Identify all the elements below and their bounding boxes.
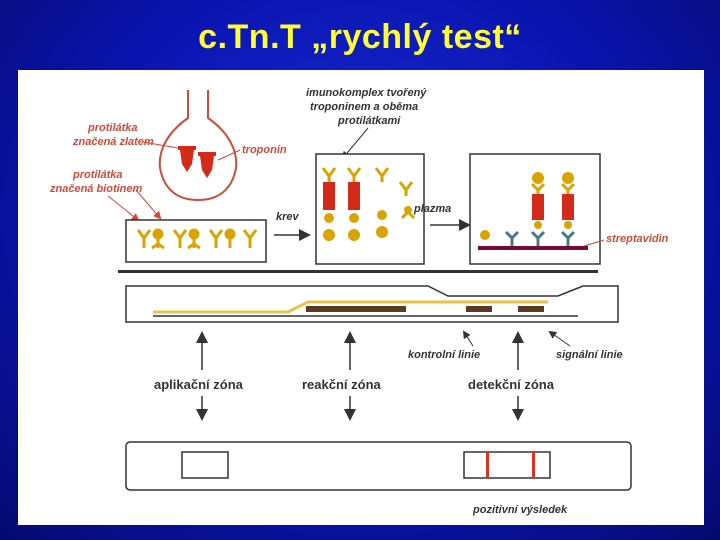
box1-antibodies	[136, 228, 258, 250]
flask	[158, 90, 238, 202]
result-window	[463, 451, 551, 479]
label-imuno-2: troponinem a oběma	[310, 101, 418, 113]
label-signalni-linie: signální linie	[556, 349, 623, 361]
label-protilatka-biotin-2: značená biotinem	[49, 183, 143, 195]
arrow-troponin	[217, 149, 241, 161]
label-detekcni-zona: detekční zóna	[468, 377, 555, 392]
arrow-biotin-2	[135, 189, 162, 220]
sample-window	[181, 451, 229, 479]
strip-signal-line	[518, 306, 544, 312]
label-krev: krev	[276, 211, 300, 223]
flask-antibodies	[178, 146, 216, 178]
label-imuno-1: imunokomplex tvořený	[306, 87, 427, 99]
strip-reaction-pad	[306, 306, 406, 312]
diagram-panel: protilátka značená zlatem protilátka zna…	[18, 70, 704, 525]
diagram-svg: protilátka značená zlatem protilátka zna…	[49, 87, 669, 516]
label-aplikacni-zona: aplikační zóna	[154, 377, 244, 392]
label-plazma: plazma	[413, 203, 451, 215]
label-kontrolni-linie: kontrolní linie	[408, 349, 480, 361]
arrow-biotin	[107, 195, 140, 222]
strip-control-line	[466, 306, 492, 312]
result-control-line	[486, 452, 489, 478]
box-aplikacni	[125, 219, 267, 263]
label-pozitivni-vysledek: pozitivní výsledek	[472, 504, 568, 516]
strip-yellow-layer	[153, 300, 548, 314]
result-signal-line	[532, 452, 535, 478]
label-troponin: troponin	[242, 144, 287, 156]
label-reakcni-zona: reakční zóna	[302, 377, 382, 392]
arrow-zlato	[142, 141, 179, 149]
box3-complexes	[478, 172, 588, 250]
label-protilatka-biotin-1: protilátka	[72, 169, 123, 181]
box2-complexes	[321, 167, 416, 241]
arrow-streptavidin	[583, 239, 605, 247]
label-protilatka-zlato-1: protilátka	[87, 122, 138, 134]
divider-line	[118, 270, 598, 273]
arrow-signalni	[548, 330, 571, 347]
label-protilatka-zlato-2: značená zlatem	[72, 136, 154, 148]
arrow-imuno	[341, 127, 369, 160]
label-streptavidin: streptavidin	[606, 233, 669, 245]
arrow-kontrolni	[462, 330, 474, 347]
page-title: c.Tn.T „rychlý test“	[198, 18, 522, 56]
label-imuno-3: protilátkami	[337, 115, 401, 127]
